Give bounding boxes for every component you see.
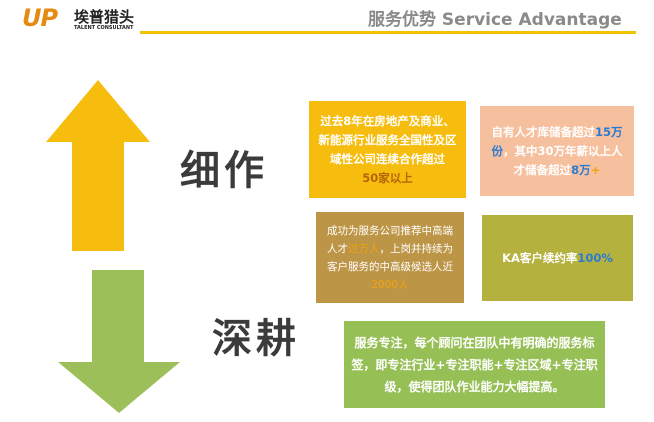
card-experience: 过去8年在房地产及商业、新能源行业服务全国性及区域性公司连续合作超过 50家以上	[309, 101, 466, 198]
card-placements: 成功为服务公司推荐中高端人才过万人，上岗并持续为客户服务的中高级候选人近 200…	[316, 212, 464, 303]
label-xizuo: 细作	[180, 148, 268, 194]
card-placements-highlight: 过万人	[348, 242, 380, 255]
logo-cn: 埃普猎头	[74, 8, 135, 26]
card-talent-pool-mid: ，其中30万年薪以上人才储备超过	[502, 143, 623, 177]
card-placements-mid: ，上岗并持续为客户服务的中高级候选人近	[327, 242, 453, 273]
card-renewal-num: 100%	[577, 251, 613, 265]
up-arrow-icon	[46, 80, 150, 251]
logo-mark: UP	[22, 4, 58, 32]
down-arrow-icon	[58, 270, 180, 413]
logo-en: TALENT CONSULTANT	[74, 25, 134, 31]
title-divider	[140, 31, 636, 34]
card-renewal-pre: KA客户续约率	[502, 251, 578, 265]
card-focus-text: 服务专注，每个顾问在团队中有明确的服务标签，即专注行业+专注职能+专注区域+专注…	[351, 335, 598, 394]
card-placements-pre: 成功为服务公司推荐中高端人才	[327, 224, 453, 255]
page-title: 服务优势 Service Advantage	[368, 10, 622, 30]
card-talent-pool-num2: 8万	[571, 162, 591, 177]
card-focus: 服务专注，每个顾问在团队中有明确的服务标签，即专注行业+专注职能+专注区域+专注…	[344, 321, 605, 408]
card-experience-text: 过去8年在房地产及商业、新能源行业服务全国性及区域性公司连续合作超过	[318, 113, 457, 166]
card-placements-num: 2000人	[371, 278, 409, 291]
card-renewal: KA客户续约率100%	[482, 215, 633, 301]
card-experience-highlight: 50家以上	[362, 170, 413, 185]
card-talent-pool-post: +	[590, 162, 601, 177]
card-talent-pool: 自有人才库储备超过15万份，其中30万年薪以上人才储备超过8万+	[480, 106, 634, 196]
label-shengeng: 深耕	[212, 316, 300, 362]
card-talent-pool-num1: 15万份	[491, 124, 623, 158]
card-talent-pool-pre: 自有人才库储备超过	[491, 124, 595, 139]
header: UP 埃普猎头 TALENT CONSULTANT 服务优势 Service A…	[0, 0, 654, 40]
